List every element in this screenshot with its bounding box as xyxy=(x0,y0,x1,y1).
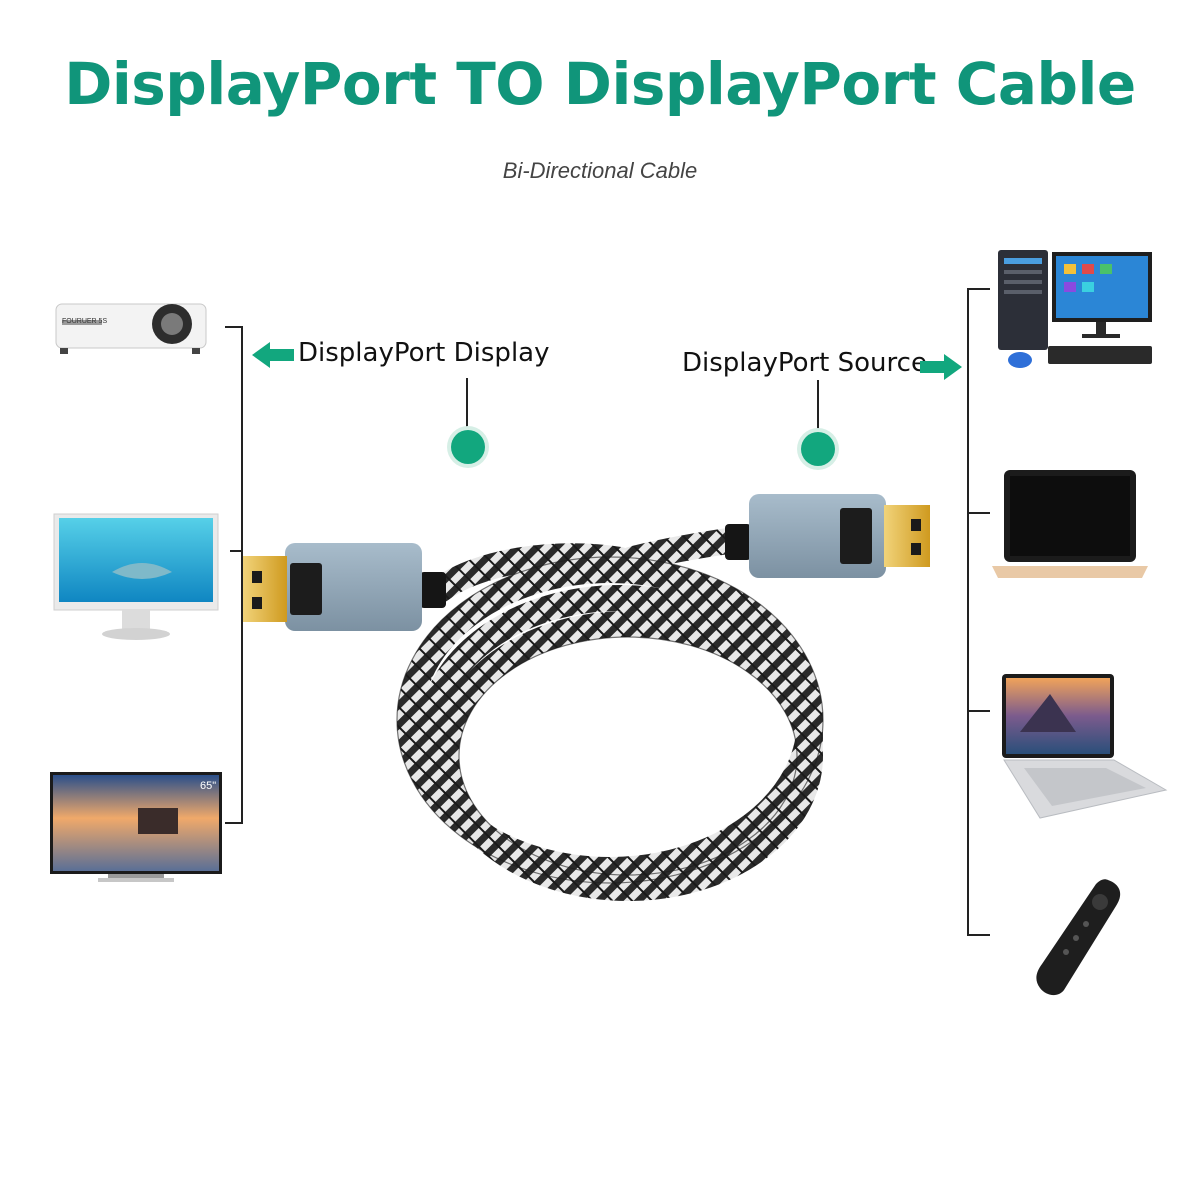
source-pointer-line xyxy=(817,380,819,430)
desktop-computer-icon xyxy=(998,250,1152,368)
source-pointer-dot xyxy=(801,432,835,466)
left-bracket xyxy=(225,326,243,824)
remote-control-icon xyxy=(1036,879,1121,996)
television-size-label: 65" xyxy=(200,780,217,792)
page-title: DisplayPort TO DisplayPort Cable xyxy=(64,50,1136,118)
laptop-silver-icon xyxy=(1002,674,1168,819)
source-label: DisplayPort Source xyxy=(682,348,927,378)
arrow-right-icon xyxy=(920,354,962,380)
display-pointer-dot xyxy=(451,430,485,464)
arrow-left-icon xyxy=(252,342,294,368)
laptop-gold-icon xyxy=(992,470,1148,578)
display-pointer-line xyxy=(466,378,468,428)
display-label: DisplayPort Display xyxy=(298,338,550,368)
television-icon xyxy=(50,772,222,882)
page-subtitle: Bi-Directional Cable xyxy=(502,158,698,183)
right-bracket xyxy=(967,288,990,936)
projector-label: FOURUER 5S xyxy=(62,318,108,325)
projector-icon xyxy=(55,303,207,354)
desktop-monitor-icon xyxy=(53,513,219,640)
